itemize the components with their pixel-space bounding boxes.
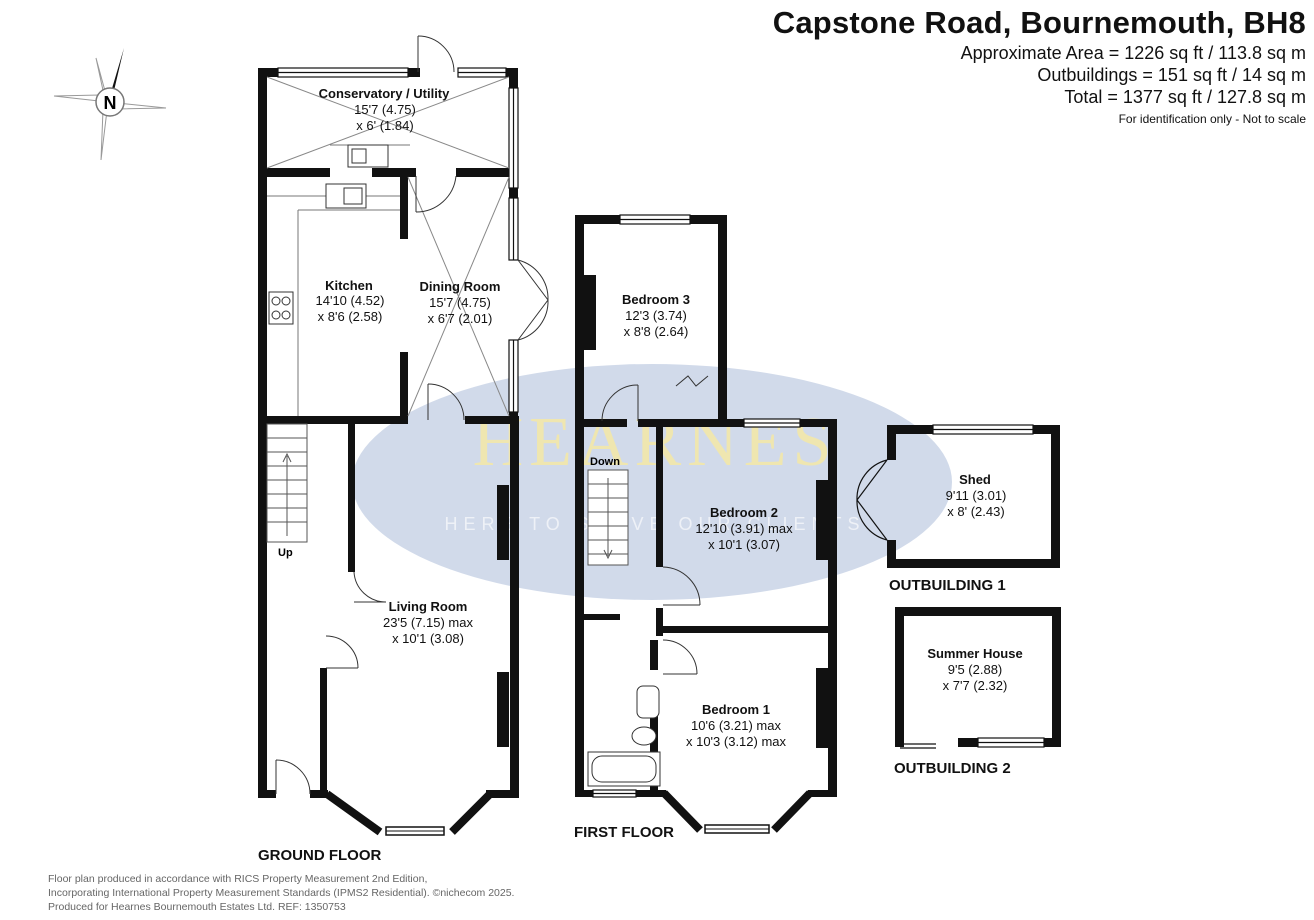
summer-house-fittings [900,737,1045,749]
first-floor-label: FIRST FLOOR [574,824,674,841]
stairs-up-label: Up [278,547,293,559]
kitchen-dim2: x 8'6 (2.58) [318,309,383,324]
conservatory-dim2: x 6' (1.84) [356,118,413,133]
bedroom2-dim2: x 10'1 (3.07) [708,537,780,552]
total-area-line: Total = 1377 sq ft / 127.8 sq m [1064,87,1306,107]
property-title: Capstone Road, Bournemouth, BH8 [772,5,1306,40]
toilet-icon [631,726,657,746]
bedroom3-name: Bedroom 3 [622,292,690,307]
header: Capstone Road, Bournemouth, BH8 Approxim… [773,4,1306,126]
shed-name: Shed [959,472,991,487]
watermark: HEARNES HERE TO SERVE OUR CLIENTS [352,364,952,600]
bedroom2-name: Bedroom 2 [710,505,778,520]
first-stairs-icon [587,469,629,566]
identification-note: For identification only - Not to scale [1118,112,1306,126]
summer-dim1: 9'5 (2.88) [948,662,1003,677]
footer: Floor plan produced in accordance with R… [48,872,648,914]
ground-stairs-icon [266,423,308,543]
compass-label: N [104,93,117,113]
dining-dim1: 15'7 (4.75) [429,295,491,310]
ground-floor-label: GROUND FLOOR [258,847,381,864]
dining-dim2: x 6'7 (2.01) [428,311,493,326]
north-arrow-icon: N [53,48,167,161]
dining-name: Dining Room [420,279,501,294]
bathroom-fixtures [587,685,661,787]
shed-fittings [856,424,1034,541]
footer-line1: Floor plan produced in accordance with R… [48,873,428,885]
watermark-brand: HEARNES [473,404,838,481]
ground-floor-walls [258,68,519,798]
ground-doors [266,35,549,795]
bedroom1-dim2: x 10'3 (3.12) max [686,734,787,749]
shed-dim1: 9'11 (3.01) [946,488,1007,503]
ground-windows [277,67,519,413]
first-windows [592,214,801,798]
footer-line2: Incorporating International Property Mea… [48,887,515,899]
first-bay-window [661,790,813,834]
bedroom3-dim1: 12'3 (3.74) [625,308,687,323]
living-dim2: x 10'1 (3.08) [392,631,464,646]
room-labels: Conservatory / Utility 15'7 (4.75) x 6' … [258,86,1023,864]
living-dim1: 23'5 (7.15) max [383,615,473,630]
summer-house-walls [895,607,1061,747]
first-floor-walls [575,215,837,797]
bedroom3-dim2: x 8'8 (2.64) [624,324,689,339]
conservatory-dim1: 15'7 (4.75) [354,102,416,117]
outbuilding2-label: OUTBUILDING 2 [894,760,1011,777]
basin-icon [636,685,660,719]
stairs-down-label: Down [590,456,620,468]
summer-dim2: x 7'7 (2.32) [943,678,1008,693]
kitchen-dim1: 14'10 (4.52) [316,293,385,308]
conservatory-name: Conservatory / Utility [319,86,451,101]
outbuildings-area-line: Outbuildings = 151 sq ft / 14 sq m [1037,65,1306,85]
shed-dim2: x 8' (2.43) [947,504,1004,519]
first-doors [601,375,709,675]
bedroom2-dim1: 12'10 (3.91) max [695,521,793,536]
kitchen-name: Kitchen [325,278,373,293]
summer-name: Summer House [927,646,1022,661]
bedroom1-dim1: 10'6 (3.21) max [691,718,781,733]
shed-walls [887,425,1060,568]
bedroom1-name: Bedroom 1 [702,702,770,717]
approx-area-line: Approximate Area = 1226 sq ft / 113.8 sq… [960,43,1306,63]
ground-bay-window [324,790,493,836]
watermark-tagline: HERE TO SERVE OUR CLIENTS [444,514,865,534]
living-name: Living Room [389,599,468,614]
hob-icon [268,291,294,325]
outbuilding1-label: OUTBUILDING 1 [889,577,1006,594]
kitchen-fixtures [268,144,389,325]
footer-line3: Produced for Hearnes Bournemouth Estates… [48,901,346,913]
